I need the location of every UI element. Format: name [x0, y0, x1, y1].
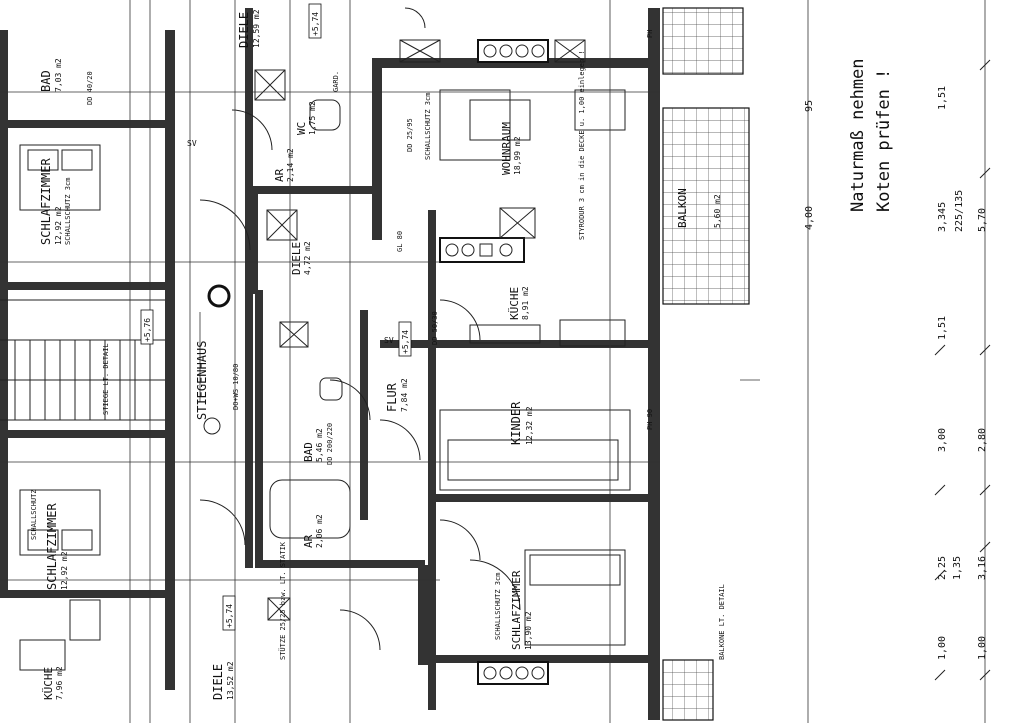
- room-area: 4,72 m2: [303, 241, 312, 275]
- balcony-bottom: [662, 659, 714, 721]
- room-name: BALKON: [676, 188, 689, 228]
- room-note: SCHALLSCHUTZ 3cm: [424, 93, 432, 160]
- room-area: 12,32 m2: [525, 406, 534, 445]
- staircase: [0, 299, 165, 421]
- dim-label: 95: [804, 100, 815, 112]
- room-area: 13,52 m2: [226, 661, 235, 700]
- ph-label: PH: [646, 30, 654, 38]
- dim-label: 5,70: [977, 208, 988, 232]
- balkone-detail-note: BALKONE LT. DETAIL: [718, 584, 726, 660]
- misc-labels: SV SV PH PH 90 GL 80 DD 50/30 DD 25/95 D…: [86, 30, 654, 465]
- room-name: WC: [295, 122, 308, 135]
- balcony-top: [662, 7, 744, 75]
- elevation-markers: +5,74 +5,74 +5,74 +5,76: [140, 3, 412, 631]
- ph-label: PH 90: [646, 409, 654, 430]
- dows-label: DO+WS 10/80: [232, 364, 240, 410]
- chimney-bottom: [477, 661, 549, 685]
- room-area: 1,75 m2: [308, 101, 317, 135]
- room-name: AR: [302, 534, 315, 548]
- dim-label: 225/135: [954, 190, 965, 232]
- room-area: 8,91 m2: [521, 286, 530, 320]
- room-name: BAD: [302, 442, 315, 462]
- sv-label: SV: [384, 336, 394, 345]
- drawing-notes: STYRODUR 3 cm in die DECKE u. 1,00 einle…: [102, 50, 726, 660]
- room-name: KINDER: [509, 401, 523, 445]
- room-name: WOHNRAUM: [500, 122, 513, 175]
- elevation-label: +5,74: [311, 12, 320, 36]
- styrodur-note: STYRODUR 3 cm in die DECKE u. 1,00 einle…: [578, 50, 586, 240]
- room-area: 18,99 m2: [513, 136, 522, 175]
- dd-label: DD 50/30: [431, 311, 439, 345]
- dd-label: DD 25/95: [406, 118, 414, 152]
- dim-label: 3,345: [937, 202, 948, 232]
- room-area: 5,46 m2: [315, 428, 324, 462]
- room-name: DIELE: [211, 664, 225, 700]
- stair-core-marker: [207, 284, 231, 308]
- dim-label: 3,16: [977, 556, 988, 580]
- balcony-mid: [662, 107, 750, 305]
- room-note: SCHALLSCHUTZ 3cm: [64, 178, 72, 245]
- dim-label: 4,00: [804, 206, 815, 230]
- room-area: 5,60 m2: [713, 194, 722, 228]
- dim-label: 1,00: [937, 636, 948, 660]
- chimney-mid: [439, 237, 525, 263]
- room-area: 12,92 m2: [54, 206, 63, 245]
- room-area: 7,96 m2: [55, 666, 64, 700]
- gard-label: GARD.: [332, 71, 340, 92]
- room-area: 7,84 m2: [400, 378, 409, 412]
- room-note: SCHALLSCHUTZ: [30, 489, 38, 540]
- handwritten-note-line1: Naturmaß nehmen: [848, 58, 868, 212]
- room-name: FLUR: [385, 382, 399, 412]
- door-swings: [199, 7, 521, 651]
- stair-lower-marker: [203, 417, 221, 435]
- chimney-top: [477, 39, 549, 63]
- gl-label: GL 80: [396, 231, 404, 252]
- room-area: 2,14 m2: [286, 148, 295, 182]
- room-note: SCHALLSCHUTZ 3cm: [494, 573, 502, 640]
- room-name: KÜCHE: [508, 287, 521, 320]
- room-area: 7,03 m2: [54, 58, 63, 92]
- right-dimension-labels: 95 1,51 3,345 225/135 5,70 4,00 1,51 3,0…: [804, 86, 988, 660]
- room-area: 13,90 m2: [524, 611, 533, 650]
- dim-label: 2,80: [977, 428, 988, 452]
- furniture: [19, 89, 631, 671]
- dimension-lines: [0, 0, 986, 723]
- room-name: SCHLAFZIMMER: [39, 158, 53, 245]
- right-dim-ticks: [934, 59, 991, 681]
- walls: [0, 8, 660, 720]
- dim-label: 1,51: [937, 86, 948, 110]
- dim-label: 1,51: [937, 316, 948, 340]
- room-name: AR: [273, 168, 286, 182]
- shafts: [254, 39, 586, 621]
- dd-label: DD 200/220: [326, 423, 334, 465]
- room-name: KÜCHE: [42, 667, 55, 700]
- room-area: 12,59 m2: [252, 9, 261, 48]
- dim-label: 1,00: [977, 636, 988, 660]
- elevation-label: +5,74: [401, 330, 410, 354]
- room-name: DIELE: [290, 242, 303, 275]
- room-name: DIELE: [237, 12, 251, 48]
- stuetze-note: STÜTZE 25/25 bzw. LT. STATIK: [278, 541, 287, 660]
- elevation-label: +5,74: [225, 604, 234, 628]
- stiege-detail-note: STIEGE LT. DETAIL: [102, 343, 110, 415]
- handwritten-note-line2: Koten prüfen !: [874, 68, 894, 212]
- room-area: 12,92 m2: [60, 551, 69, 590]
- dim-label: 2,25: [937, 556, 948, 580]
- room-name: SCHLAFZIMMER: [510, 570, 523, 650]
- room-name: SCHLAFZIMMER: [45, 503, 59, 590]
- elevation-label: +5,76: [143, 318, 152, 342]
- room-name: BAD: [39, 70, 53, 92]
- room-area: 2,06 m2: [315, 514, 324, 548]
- dim-label: 1,35: [952, 556, 963, 580]
- room-name: STIEGENHAUS: [195, 341, 209, 420]
- dim-label: 3,00: [937, 428, 948, 452]
- dd-label: DD 40/20: [86, 71, 94, 105]
- sv-label: SV: [187, 139, 197, 148]
